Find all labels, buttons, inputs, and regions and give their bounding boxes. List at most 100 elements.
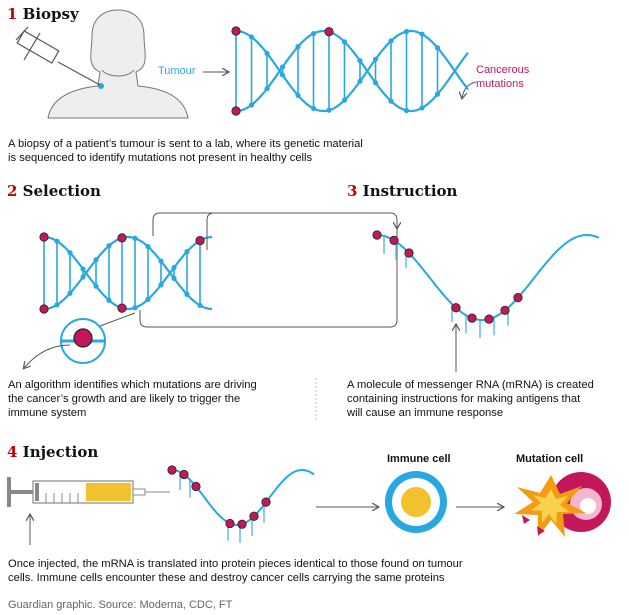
- dna-node: [80, 266, 86, 272]
- selection-title: 2 Selection: [7, 182, 101, 200]
- dna-helix-biopsy: [231, 26, 469, 116]
- mutation-dot: [372, 230, 382, 240]
- dna-node: [145, 296, 151, 302]
- dna-node: [93, 283, 99, 289]
- dna-node: [264, 86, 270, 92]
- biopsy-title: 1 Biopsy: [7, 5, 79, 23]
- dna-node: [357, 58, 363, 64]
- caption-line: the cancer’s growth and are likely to tr…: [8, 393, 241, 405]
- mutation-dot: [324, 27, 334, 37]
- biopsy-caption: A biopsy of a patient’s tumour is sent t…: [8, 137, 363, 165]
- dna-node: [310, 30, 317, 37]
- dna-backbone: [43, 235, 213, 311]
- dna-node: [434, 45, 441, 51]
- dna-node: [295, 44, 301, 50]
- dna-node: [67, 290, 73, 296]
- caption-line: A biopsy of a patient’s tumour is sent t…: [8, 138, 363, 150]
- mutation-dot: [117, 233, 127, 243]
- caption-line: Once injected, the mRNA is translated in…: [8, 558, 463, 570]
- dna-node: [184, 249, 190, 255]
- dna-helix-selection: [39, 232, 213, 314]
- mutation-dot: [237, 519, 247, 529]
- immune-cell-label: Immune cell: [387, 453, 451, 465]
- dna-node: [106, 297, 112, 303]
- injection-title: 4 Injection: [7, 443, 98, 461]
- dna-node: [158, 282, 164, 288]
- mutation-dot: [467, 313, 477, 323]
- dna-node: [403, 107, 410, 114]
- mutation-dot: [249, 511, 259, 521]
- dna-node: [248, 34, 255, 40]
- dna-backbone: [235, 29, 469, 113]
- dna-node: [341, 97, 348, 103]
- dna-node: [80, 274, 86, 280]
- selection-caption: An algorithm identifies which mutations …: [8, 378, 257, 420]
- step-number: 3: [347, 182, 358, 200]
- caption-line: immune system: [8, 407, 87, 419]
- dna-node: [295, 92, 301, 98]
- dna-node: [54, 238, 60, 244]
- syringe-icon: [15, 26, 101, 86]
- mutation-cell-label: Mutation cell: [516, 453, 584, 465]
- instruction-title: 3 Instruction: [347, 182, 457, 200]
- mutation-dot: [117, 303, 127, 313]
- selection-brackets: [139, 212, 397, 328]
- dna-node: [341, 39, 348, 45]
- step-number: 1: [7, 5, 18, 23]
- dna-node: [388, 38, 394, 44]
- mrna-backbone: [171, 468, 315, 526]
- patient-figure: [47, 9, 189, 119]
- mutation-dot: [167, 465, 177, 475]
- dna-node: [279, 72, 286, 78]
- dna-node: [310, 105, 317, 112]
- dna-node: [54, 302, 60, 308]
- caption-line: will cause an immune response: [347, 407, 504, 419]
- dna-node: [158, 258, 164, 264]
- dna-node: [419, 31, 425, 37]
- immune-cell-icon: [385, 471, 447, 533]
- mutation-zoom-icon: [24, 312, 136, 368]
- dna-node: [434, 91, 441, 97]
- caption-line: is sequenced to identify mutations not p…: [8, 152, 313, 164]
- mutation-dot: [179, 469, 189, 480]
- dna-node: [184, 291, 190, 297]
- dna-node: [326, 107, 332, 113]
- step-title-text: Injection: [22, 443, 99, 461]
- dna-node: [67, 250, 73, 256]
- injection-syringe-icon: [7, 477, 170, 545]
- dna-node: [403, 28, 410, 35]
- caption-line: containing instructions for making antig…: [347, 393, 581, 405]
- mutation-dot: [231, 26, 241, 36]
- dna-node: [93, 257, 99, 263]
- step-number: 4: [7, 443, 18, 461]
- dna-node: [145, 244, 151, 250]
- mutation-dot: [389, 235, 399, 245]
- caption-line: An algorithm identifies which mutations …: [8, 379, 257, 391]
- caption-line: cells. Immune cells encounter these and …: [8, 572, 445, 584]
- mrna-strand-injection: [167, 465, 315, 543]
- dna-node: [279, 64, 286, 70]
- dna-node: [248, 102, 255, 108]
- dna-node: [132, 305, 138, 311]
- dna-node: [357, 78, 363, 84]
- mutation-dot: [404, 248, 414, 258]
- mutation-dot: [39, 304, 49, 314]
- dna-node: [372, 56, 379, 62]
- mutation-dot: [451, 303, 461, 313]
- dna-node: [419, 105, 425, 111]
- mutation-dot: [231, 106, 241, 116]
- dna-node: [171, 275, 177, 281]
- mrna-strand-instruction: [372, 230, 600, 338]
- dna-backbone: [235, 29, 469, 113]
- mrna-backbone: [376, 233, 600, 321]
- mutation-dot: [195, 235, 205, 246]
- dna-node: [106, 243, 112, 249]
- mutation-dot: [500, 305, 510, 315]
- mutation-dot: [191, 481, 201, 492]
- mutation-cell-icon: [514, 472, 611, 537]
- mutation-dot: [261, 497, 271, 507]
- dna-node: [132, 235, 138, 241]
- mutation-dot: [225, 518, 235, 529]
